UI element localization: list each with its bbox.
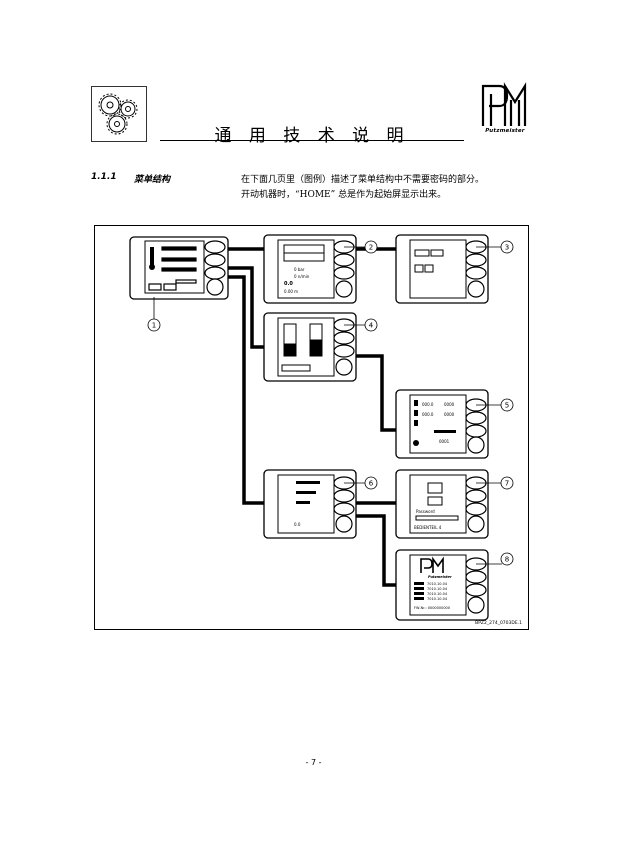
callout-5: 5 xyxy=(505,402,509,410)
gears-icon xyxy=(91,86,147,142)
paragraph-line: 开动机器时，“HOME” 总是作为起始屏显示出来。 xyxy=(241,190,447,200)
screen-8: Putzmeister 7010.10.04 7010.10.04 7010.1… xyxy=(395,549,514,621)
paragraph-line: 在下面几页里（图例）描述了菜单结构中不需要密码的部分。 xyxy=(241,175,485,185)
page-number: - 7 - xyxy=(305,758,322,767)
screen-2: 0 bar 0 n/min 0.0 0.00 m 2 xyxy=(263,234,378,304)
section-number: 1.1.1 xyxy=(91,172,117,182)
screen-2-label: 0 n/min xyxy=(294,274,310,279)
screen-2-label: 0.00 m xyxy=(284,289,298,294)
screen-5-label: 000.0 xyxy=(422,412,434,417)
figure-code: BPZ2_274_0703DE.1 xyxy=(475,620,522,626)
callout-1: 1 xyxy=(152,322,156,330)
screen-5-label: 0000 xyxy=(444,412,455,417)
screen-5-label: 000.0 xyxy=(422,402,434,407)
brand-name: Putzmeister xyxy=(485,128,525,134)
callout-7: 7 xyxy=(505,480,509,488)
screen-8-row: 7010.10.04 xyxy=(427,582,448,586)
callout-4: 4 xyxy=(369,322,374,330)
screen-8-footer: FW-Nr.: 0000000000 xyxy=(414,606,450,610)
screen-6: 0.0 6 xyxy=(263,469,378,539)
pm-logo xyxy=(481,82,527,126)
document-title: 通 用 技 术 说 明 xyxy=(214,126,410,146)
screen-8-row: 7010.10.04 xyxy=(427,592,448,596)
screen-4: 4 xyxy=(263,312,378,382)
screen-6-label: 0.0 xyxy=(294,522,301,527)
screen-2-label: 0 bar xyxy=(294,267,305,272)
screen-7: Password BEDIENTEIL 4 7 xyxy=(395,469,514,539)
screen-7-label: Password xyxy=(416,509,435,514)
screen-2-label: 0.0 xyxy=(284,281,293,287)
screen-8-row: 7010.10.04 xyxy=(427,597,448,601)
callout-2: 2 xyxy=(369,244,373,252)
screen-8-row: 7010.10.04 xyxy=(427,587,448,591)
screen-5: 000.0 0000 000.0 0000 0001 5 xyxy=(395,389,514,459)
screen-8-brand: Putzmeister xyxy=(428,575,452,579)
menu-structure-diagram: 0 bar 0 n/min 0.0 0.00 m 2 3 xyxy=(94,225,529,630)
screen-7-label: BEDIENTEIL 4 xyxy=(414,525,442,530)
callout-3: 3 xyxy=(505,244,509,252)
callout-8: 8 xyxy=(505,556,509,564)
section-title: 菜单结构 xyxy=(134,175,171,185)
screen-5-label: 0001 xyxy=(439,439,450,444)
screen-3: 3 xyxy=(395,234,514,304)
header-divider xyxy=(160,140,464,141)
screen-home xyxy=(129,236,229,300)
screen-5-label: 0000 xyxy=(444,402,455,407)
callout-6: 6 xyxy=(369,480,374,488)
